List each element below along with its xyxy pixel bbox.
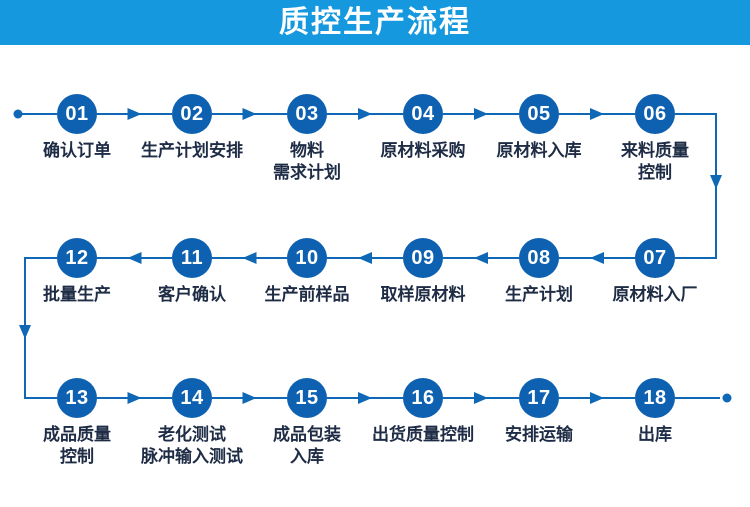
flow-step-05: 05 xyxy=(519,94,559,134)
flow-step-13: 13 xyxy=(57,378,97,418)
flow-step-04: 04 xyxy=(403,94,443,134)
step-number: 13 xyxy=(65,387,89,409)
arrow-right-icon xyxy=(590,108,604,120)
step-number: 11 xyxy=(180,247,204,269)
arrow-left-icon xyxy=(358,252,372,264)
step-number: 12 xyxy=(65,247,89,269)
flow-step-02: 02 xyxy=(172,94,212,134)
flow-step-09: 09 xyxy=(403,238,443,278)
step-number: 14 xyxy=(180,387,204,409)
flow-step-15: 15 xyxy=(287,378,327,418)
step-number: 16 xyxy=(411,387,435,409)
step-number: 05 xyxy=(527,103,551,125)
step-number: 09 xyxy=(411,247,435,269)
arrow-right-icon xyxy=(358,108,372,120)
arrow-left-icon xyxy=(590,252,604,264)
flow-step-16: 16 xyxy=(403,378,443,418)
step-number: 17 xyxy=(527,387,551,409)
flow-step-10: 10 xyxy=(287,238,327,278)
flow-step-06: 06 xyxy=(635,94,675,134)
step-number: 18 xyxy=(643,387,667,409)
page-title: 质控生产流程 xyxy=(279,6,471,39)
step-number: 08 xyxy=(527,247,551,269)
flow-step-12: 12 xyxy=(57,238,97,278)
flow-step-11: 11 xyxy=(172,238,212,278)
arrow-down-icon xyxy=(710,175,722,189)
step-number: 10 xyxy=(295,247,319,269)
flow-step-03: 03 xyxy=(287,94,327,134)
arrow-right-icon xyxy=(590,392,604,404)
flow-start-dot xyxy=(13,109,23,119)
step-number: 03 xyxy=(295,103,319,125)
arrow-right-icon xyxy=(127,392,142,404)
flow-step-18: 18 xyxy=(635,378,675,418)
step-number: 06 xyxy=(643,103,667,125)
arrow-right-icon xyxy=(474,108,488,120)
step-number: 01 xyxy=(65,103,89,125)
step-number: 02 xyxy=(180,103,204,125)
flow-step-01: 01 xyxy=(57,94,97,134)
arrow-right-icon xyxy=(474,392,488,404)
flow-end-dot xyxy=(722,393,732,403)
flow-step-07: 07 xyxy=(635,238,675,278)
flow-step-17: 17 xyxy=(519,378,559,418)
title-banner: 质控生产流程 xyxy=(0,0,750,45)
step-number: 04 xyxy=(411,103,435,125)
arrow-down-icon xyxy=(19,325,31,339)
arrow-right-icon xyxy=(242,108,257,120)
arrow-right-icon xyxy=(127,108,142,120)
step-number: 15 xyxy=(295,387,319,409)
flow-step-08: 08 xyxy=(519,238,559,278)
arrow-right-icon xyxy=(242,392,257,404)
arrow-right-icon xyxy=(358,392,372,404)
flow-connectors xyxy=(13,108,732,404)
arrow-left-icon xyxy=(127,252,142,264)
arrow-left-icon xyxy=(242,252,257,264)
flow-step-14: 14 xyxy=(172,378,212,418)
arrow-left-icon xyxy=(474,252,488,264)
step-number: 07 xyxy=(643,247,667,269)
